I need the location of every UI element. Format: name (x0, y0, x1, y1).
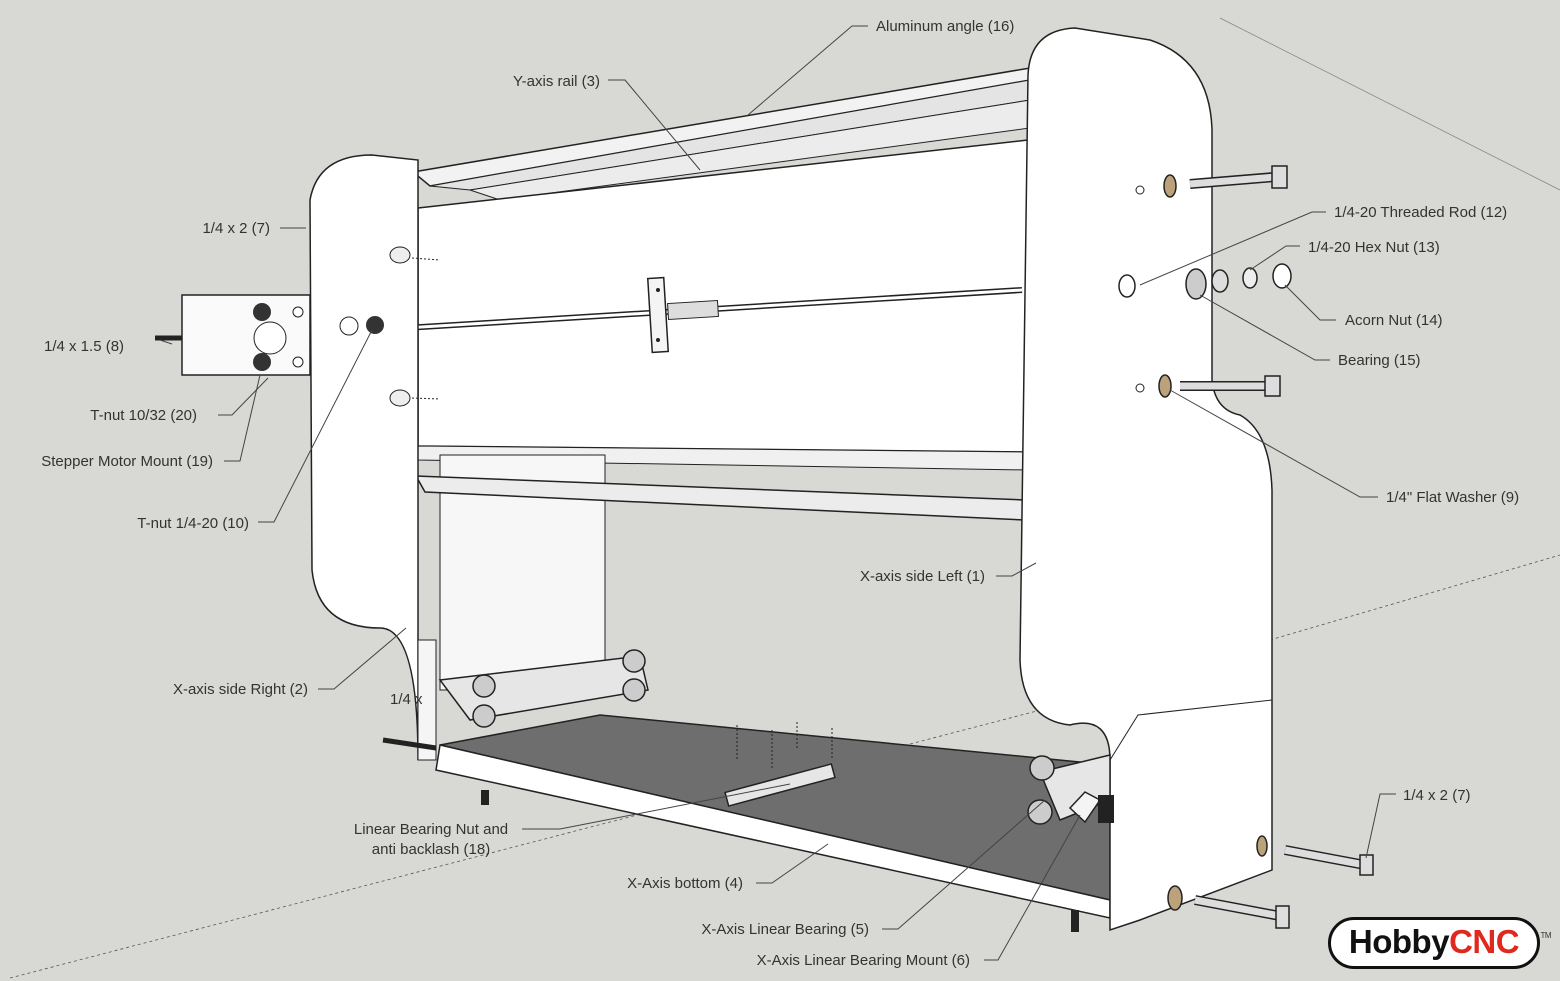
x-axis-side-left (1019, 27, 1374, 932)
label-bearing: Bearing (15) (1338, 352, 1421, 369)
logo-trademark: TM (1540, 931, 1551, 940)
label-x-axis-bottom: X-Axis bottom (4) (627, 875, 743, 892)
label-y-axis-rail: Y-axis rail (3) (513, 73, 600, 90)
label-threaded-rod: 1/4-20 Threaded Rod (12) (1334, 204, 1507, 221)
x-axis-bottom (382, 714, 1111, 932)
label-x-axis-linear-bearing: X-Axis Linear Bearing (5) (701, 921, 869, 938)
x-axis-side-right (309, 154, 441, 761)
label-linear-bearing-nut-line2: anti backlash (18) (372, 841, 490, 858)
x-axis-linear-bearing-rail-right (438, 649, 649, 728)
label-bolt-quarter-x1-5: 1/4 x 1.5 (8) (44, 338, 124, 355)
y-axis-panel (417, 139, 1029, 691)
label-acorn-nut: Acorn Nut (14) (1345, 312, 1443, 329)
label-hex-nut: 1/4-20 Hex Nut (13) (1308, 239, 1440, 256)
label-x-axis-linear-bearing-mount: X-Axis Linear Bearing Mount (6) (757, 952, 970, 969)
label-x-axis-side-right: X-axis side Right (2) (173, 681, 308, 698)
logo-text-hobby: Hobby (1348, 923, 1450, 960)
ground-lines (9, 17, 1560, 979)
label-t-nut-10-32: T-nut 10/32 (20) (90, 407, 197, 424)
label-t-nut-quarter-20: T-nut 1/4-20 (10) (137, 515, 249, 532)
threaded-rod-assembly (404, 276, 1023, 354)
logo-text-cnc: CNC (1449, 923, 1520, 960)
label-flat-washer: 1/4" Flat Washer (9) (1386, 489, 1519, 506)
hobbycnc-logo: HobbyCNC TM (1328, 917, 1551, 969)
label-stepper-motor-mount: Stepper Motor Mount (19) (41, 453, 213, 470)
label-aluminum-angle: Aluminum angle (16) (876, 18, 1014, 35)
label-linear-bearing-nut-line1: Linear Bearing Nut and (354, 821, 508, 838)
aluminum-angle (411, 67, 1031, 191)
label-partial: 1/4 x (390, 691, 423, 708)
callout-labels: Aluminum angle (16) Y-axis rail (3) 1/4 … (41, 18, 1519, 969)
label-x-axis-side-left: X-axis side Left (1) (860, 568, 985, 585)
leader-lines (159, 25, 1396, 961)
stepper-motor-mount (155, 294, 311, 376)
label-bolt-quarter-x2-bottom: 1/4 x 2 (7) (1403, 787, 1471, 804)
label-bolt-quarter-x2-top: 1/4 x 2 (7) (202, 220, 270, 237)
x-axis-linear-bearing-rail-left (1027, 754, 1114, 825)
